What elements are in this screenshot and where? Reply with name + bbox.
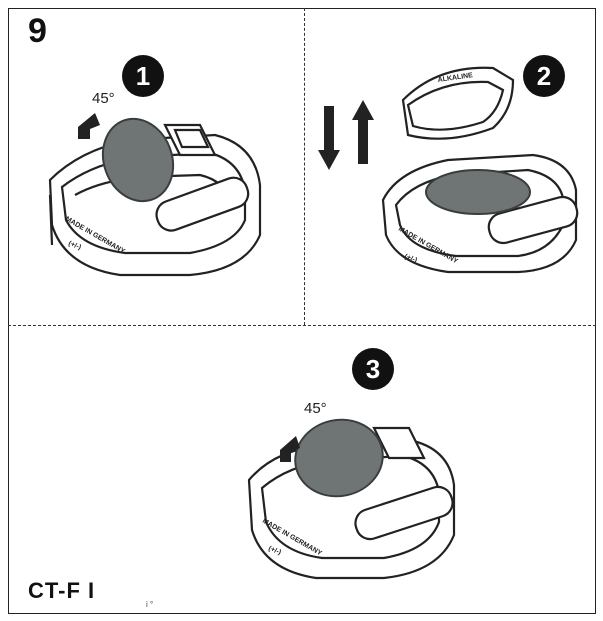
footnote-mark: i ° [146, 600, 154, 609]
angle-label-3: 45° [304, 400, 327, 417]
polarity-text-1: (+/-) [67, 240, 82, 251]
step-number: 9 [28, 12, 47, 50]
polarity-text-3: (+/-) [267, 545, 282, 556]
tilt-arrow-icon-1 [78, 113, 100, 139]
up-down-arrows-icon [318, 100, 374, 170]
tilt-arrow-icon-3 [280, 436, 300, 462]
battery-disc-2 [425, 169, 531, 215]
model-label: CT-F I [28, 578, 96, 603]
battery-disc-1 [101, 117, 175, 203]
step-badge-2: 2 [523, 55, 565, 97]
device-illustration-2: ALKALINE MADE IN GERMANY (+/-) [381, 66, 579, 274]
page-frame [8, 8, 596, 614]
battery-disc-3 [294, 418, 384, 498]
vertical-divider [304, 8, 305, 325]
lid-text: ALKALINE [437, 72, 473, 84]
device-illustration-1: MADE IN GERMANY (+/-) [48, 113, 262, 277]
angle-label-1: 45° [92, 90, 115, 107]
step-badge-3: 3 [352, 348, 394, 390]
step-badge-1: 1 [122, 55, 164, 97]
device-illustration-3: MADE IN GERMANY (+/-) [247, 418, 456, 580]
polarity-text-2: (+/-) [403, 253, 418, 264]
horizontal-divider [8, 325, 596, 326]
